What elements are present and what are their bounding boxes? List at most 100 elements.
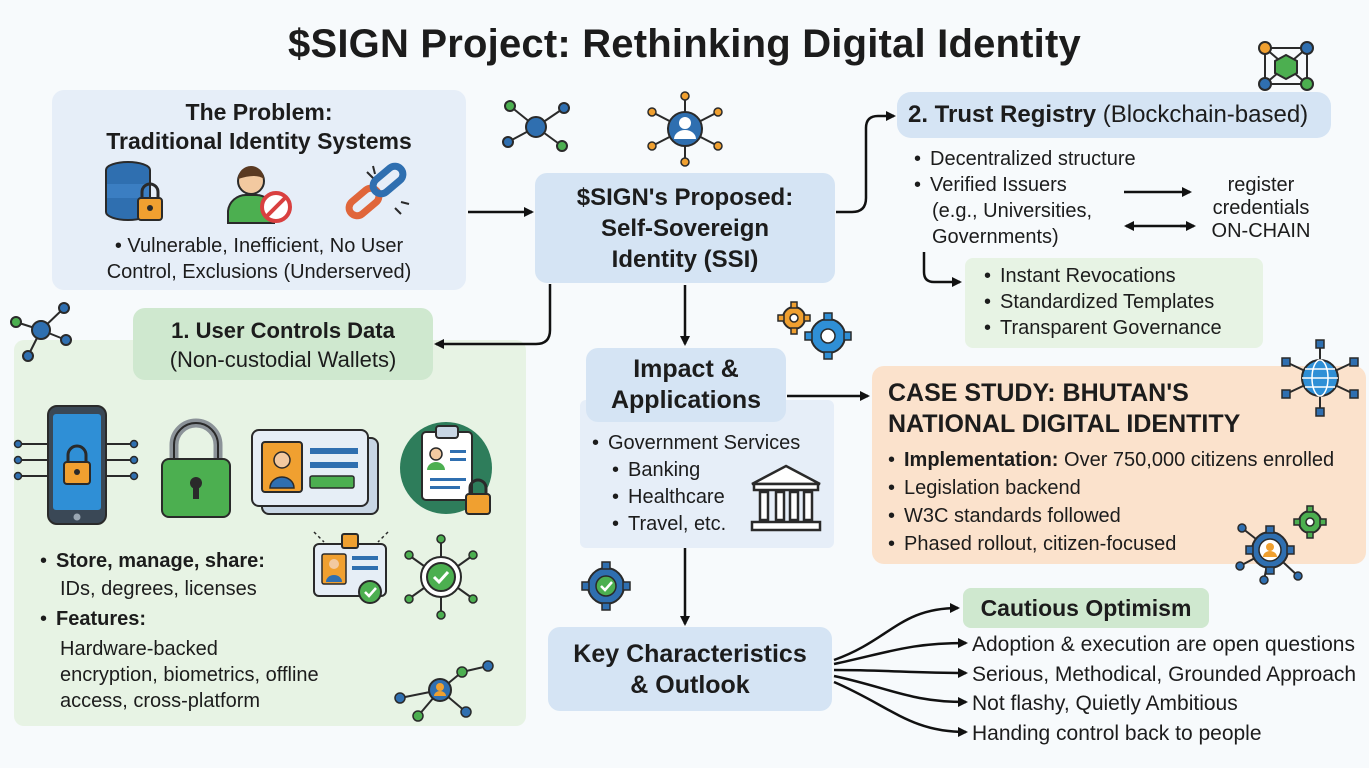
outlook-item-control: Handing control back to people <box>972 721 1262 745</box>
user-features-label: Features: <box>56 608 147 630</box>
case-study-title: CASE STUDY: BHUTAN'S NATIONAL DIGITAL ID… <box>888 378 1240 440</box>
register-line1: register <box>1227 174 1295 196</box>
impact-list: Government Services Banking Healthcare T… <box>590 430 800 538</box>
case-study-title-line1: CASE STUDY: BHUTAN'S <box>888 379 1189 407</box>
padlock-icon <box>161 418 231 518</box>
trust-item-decentralized: Decentralized structure <box>912 146 1136 172</box>
proposal-panel <box>535 173 835 283</box>
trust-registry-title-box <box>897 92 1331 138</box>
arrow-key-to-item2 <box>833 667 968 678</box>
arrow-key-to-item3 <box>833 674 968 707</box>
arrow-key-to-item1 <box>833 638 968 666</box>
key-characteristics-panel <box>548 627 832 711</box>
user-controls-list: Store, manage, share: <box>38 548 265 574</box>
problem-heading-line2: Traditional Identity Systems <box>106 128 412 154</box>
proposal-title: $SIGN's Proposed: Self-Sovereign Identit… <box>535 182 835 275</box>
user-features-line1: Hardware-backed <box>60 638 218 660</box>
user-controls-title-line2: (Non-custodial Wallets) <box>169 347 397 372</box>
impact-title: Impact & Applications <box>586 354 786 416</box>
case-item-implementation: Implementation: Over 750,000 citizens en… <box>886 446 1334 474</box>
verified-network-icon <box>404 534 478 620</box>
arrow-key-to-heading <box>833 603 960 662</box>
case-impl-value: Over 750,000 citizens enrolled <box>1058 449 1335 471</box>
user-item-store: Store, manage, share: <box>38 548 265 574</box>
network-nodes-icon <box>502 100 570 152</box>
register-line3: ON-CHAIN <box>1211 220 1311 242</box>
trust-registry-list: Decentralized structure Verified Issuers <box>912 146 1136 198</box>
user-controls-panel <box>14 340 526 726</box>
user-item-features: Features: <box>38 606 146 632</box>
proposal-line3: Identity (SSI) <box>611 246 759 273</box>
cautious-optimism-box <box>963 588 1209 628</box>
molecule-network-icon <box>10 302 72 362</box>
outlook-item-adoption: Adoption & execution are open questions <box>972 633 1355 656</box>
case-impl-label: Implementation: <box>904 449 1059 471</box>
phone-lock-icon <box>13 405 139 525</box>
cautious-optimism-heading: Cautious Optimism <box>980 595 1192 621</box>
node-network-icon <box>394 660 494 722</box>
problem-desc-line2: Control, Exclusions (Underserved) <box>106 261 412 283</box>
outlook-list: Adoption & execution are open questions … <box>972 630 1356 748</box>
problem-heading: The Problem: Traditional Identity System… <box>52 98 466 156</box>
user-controls-title: 1. User Controls Data (Non-custodial Wal… <box>133 316 433 374</box>
trust-feature-revocations: Instant Revocations <box>982 263 1222 289</box>
gears-icon <box>777 301 852 360</box>
trust-issuers-detail-line1: (e.g., Universities, <box>932 200 1093 222</box>
user-features-list: Features: <box>38 606 146 632</box>
impact-title-line2: Applications <box>610 386 761 414</box>
impact-title-box <box>586 348 786 422</box>
impact-title-line1: Impact & <box>633 355 739 383</box>
id-card-icon <box>251 429 379 515</box>
problem-description: • Vulnerable, Inefficient, No User Contr… <box>52 233 466 285</box>
person-blocked-icon <box>227 166 292 224</box>
user-network-icon <box>647 91 723 167</box>
user-features-line3: access, cross-platform <box>60 690 261 712</box>
trust-registry-title: 2. Trust Registry (Blockchain-based) <box>908 100 1308 130</box>
user-store-detail: IDs, degrees, licenses <box>60 578 257 600</box>
impact-item-healthcare: Healthcare <box>610 484 800 511</box>
broken-chain-icon <box>345 162 410 220</box>
user-controls-title-box <box>133 308 433 380</box>
trust-item-issuers: Verified Issuers <box>912 172 1136 198</box>
register-line2: credentials <box>1212 197 1310 219</box>
trust-issuers-detail: (e.g., Universities, Governments) <box>932 198 1092 250</box>
outlook-item-ambitious: Not flashy, Quietly Ambitious <box>972 692 1238 715</box>
clipboard-credential-icon <box>400 422 492 515</box>
case-item-rollout: Phased rollout, citizen-focused <box>886 530 1334 558</box>
user-controls-title-line1: 1. User Controls Data <box>171 318 395 343</box>
page-title: $SIGN Project: Rethinking Digital Identi… <box>288 22 1081 66</box>
proposal-line2: Self-Sovereign <box>600 215 770 242</box>
user-features-detail: Hardware-backed encryption, biometrics, … <box>60 636 319 714</box>
arrow-trust-to-features <box>922 252 962 287</box>
outlook-item-approach: Serious, Methodical, Grounded Approach <box>972 662 1357 686</box>
trust-issuers-detail-line2: Governments) <box>932 226 1059 248</box>
user-store-label: Store, manage, share: <box>56 550 265 572</box>
case-study-list: Implementation: Over 750,000 citizens en… <box>886 446 1334 558</box>
user-gear-icon <box>1235 505 1327 585</box>
impact-item-travel: Travel, etc. <box>610 511 800 538</box>
badge-id-icon <box>313 531 389 604</box>
database-lock-icon <box>105 161 163 221</box>
key-characteristics-title: Key Characteristics & Outlook <box>548 639 832 701</box>
arrow-proposal-to-user <box>434 284 552 349</box>
register-credentials-text: register credentials ON-CHAIN <box>1196 174 1326 243</box>
trust-features-list: Instant Revocations Standardized Templat… <box>982 263 1222 341</box>
trust-registry-title-rest: (Blockchain-based) <box>1096 101 1309 128</box>
case-study-title-line2: NATIONAL DIGITAL IDENTITY <box>888 410 1241 438</box>
arrow-key-to-item4 <box>833 680 968 737</box>
impact-item-government: Government Services <box>590 430 800 457</box>
case-item-w3c: W3C standards followed <box>886 502 1334 530</box>
key-title-line1: Key Characteristics <box>573 640 807 668</box>
key-title-line2: & Outlook <box>630 671 750 699</box>
impact-item-banking: Banking <box>610 457 800 484</box>
case-item-legislation: Legislation backend <box>886 474 1334 502</box>
trust-feature-governance: Transparent Governance <box>982 315 1222 341</box>
bank-building-icon <box>750 464 822 532</box>
problem-desc-line1: • Vulnerable, Inefficient, No User <box>114 235 404 257</box>
problem-heading-line1: The Problem: <box>185 99 333 125</box>
gear-check-icon <box>581 561 631 611</box>
arrow-proposal-to-trust <box>836 111 896 214</box>
trust-registry-title-bold: 2. Trust Registry <box>908 101 1097 128</box>
problem-desc-line1-text: Vulnerable, Inefficient, No User <box>127 235 404 257</box>
